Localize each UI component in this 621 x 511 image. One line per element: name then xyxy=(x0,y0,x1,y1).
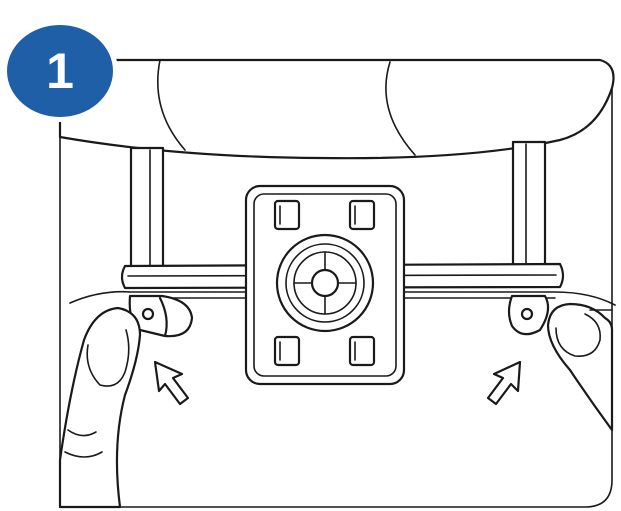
step-badge: 1 xyxy=(2,20,118,122)
chair-seat-icon xyxy=(58,58,615,160)
step-number: 1 xyxy=(46,43,74,99)
mounting-plate-icon xyxy=(244,184,406,386)
support-posts xyxy=(129,140,547,272)
finger-icon xyxy=(58,306,142,509)
finger-icon xyxy=(546,302,614,432)
press-arrow-icon xyxy=(486,360,522,406)
latch-clip-icon xyxy=(507,294,550,336)
press-arrow-icon xyxy=(153,360,190,406)
